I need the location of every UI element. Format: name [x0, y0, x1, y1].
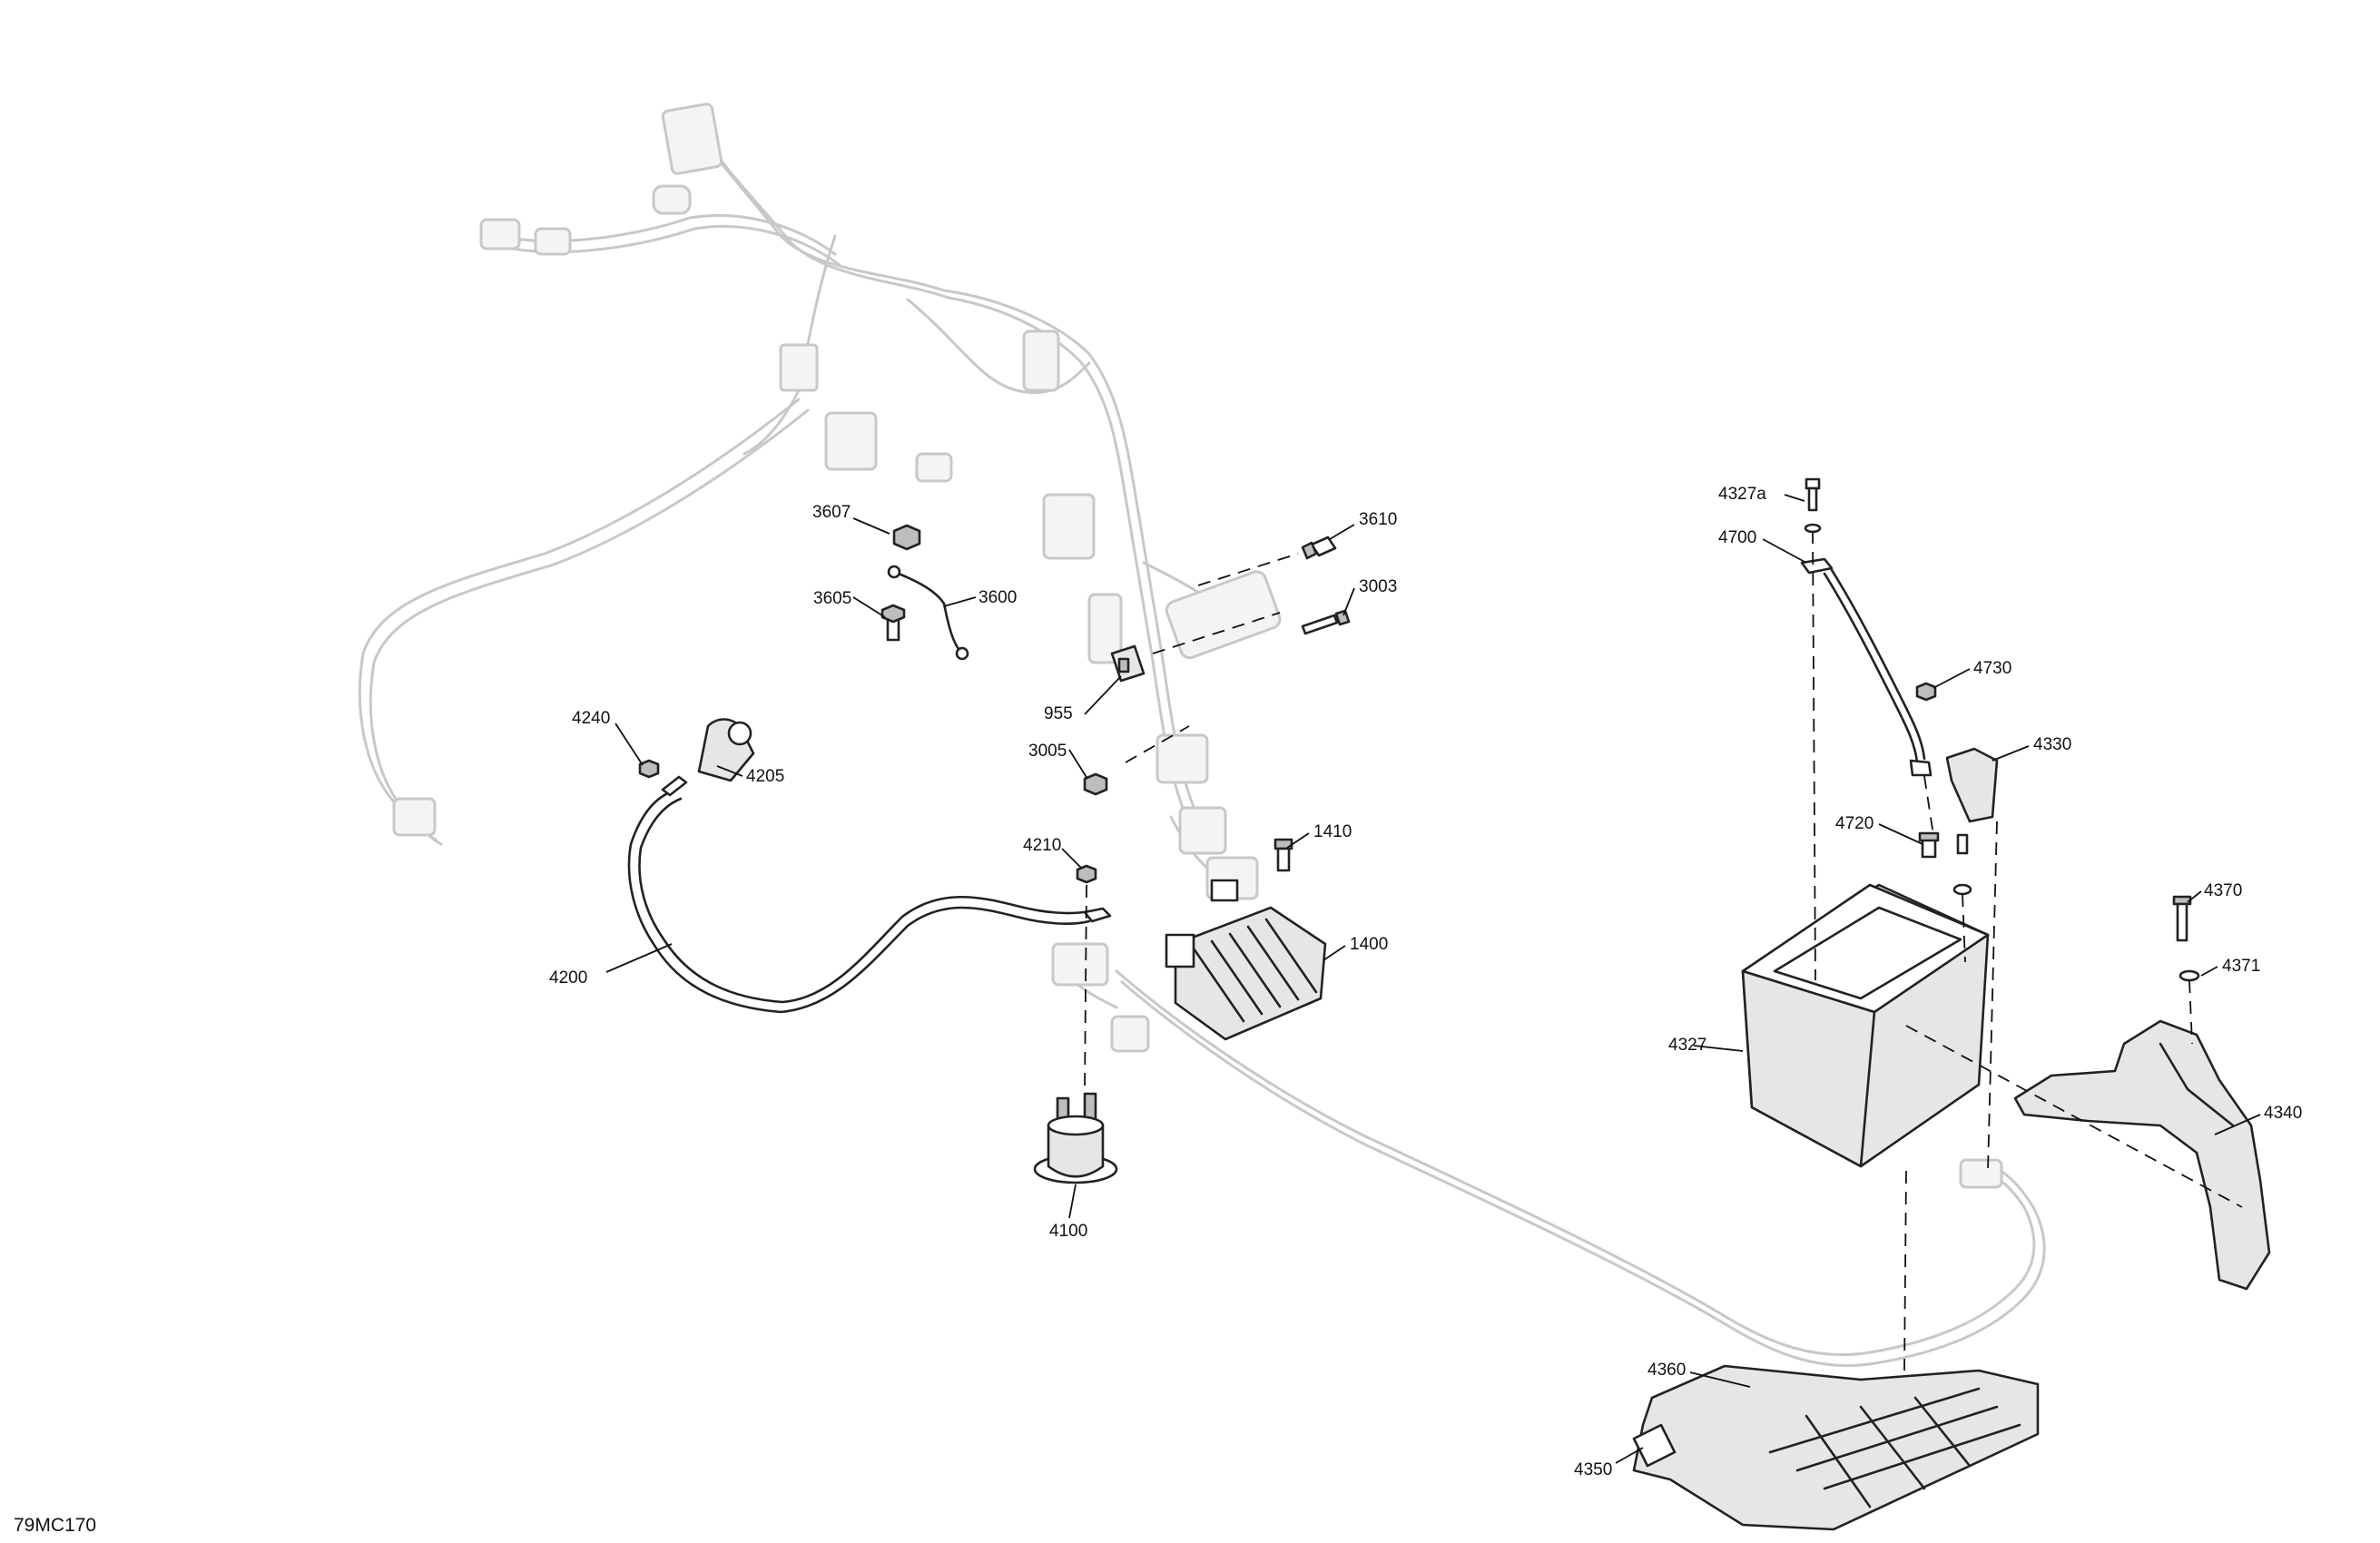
part-4370-bolt	[2172, 895, 2192, 942]
part-4327a-bolt	[1804, 477, 1822, 534]
callout-4240: 4240	[572, 709, 610, 728]
alignment-lines	[1084, 530, 2243, 1371]
callout-4700: 4700	[1718, 528, 1756, 547]
part-4210-nut	[1076, 864, 1097, 884]
callout-3605: 3605	[813, 589, 851, 608]
part-4730-nut	[1915, 682, 1937, 702]
callout-3003: 3003	[1359, 577, 1397, 596]
callout-1400: 1400	[1350, 935, 1388, 954]
callout-3610: 3610	[1359, 510, 1397, 529]
callout-3005: 3005	[1028, 742, 1067, 761]
part-4100-solenoid	[1033, 1092, 1118, 1184]
callout-4327: 4327	[1668, 1036, 1706, 1055]
callout-3600: 3600	[979, 588, 1017, 607]
callout-1410: 1410	[1313, 822, 1352, 841]
part-3600-cable	[887, 565, 969, 661]
callout-4327a: 4327a	[1718, 485, 1766, 504]
part-4350-tray	[1632, 1364, 2040, 1531]
callout-4200: 4200	[549, 968, 587, 988]
callout-4205: 4205	[746, 767, 784, 786]
part-3605-bolt	[880, 604, 906, 642]
part-4327-battery	[1741, 883, 1990, 1168]
part-4340-bracket	[2013, 1019, 2271, 1291]
part-4700-ground-strap	[1800, 557, 1933, 777]
part-4205-boot	[697, 718, 755, 782]
part-4371-washer	[2178, 969, 2200, 982]
callout-4350: 4350	[1574, 1460, 1612, 1479]
callout-955: 955	[1044, 704, 1073, 723]
callout-4720: 4720	[1835, 814, 1874, 833]
part-3003-screw	[1301, 609, 1351, 635]
part-4330-cover	[1945, 747, 1999, 823]
callout-4730: 4730	[1973, 659, 2011, 678]
callout-4340: 4340	[2264, 1104, 2302, 1123]
part-4240-nut	[638, 759, 660, 779]
callout-4360: 4360	[1647, 1361, 1686, 1380]
part-3005-nut	[1083, 772, 1108, 796]
leader-lines	[605, 494, 2261, 1464]
wiring-harness-ghost	[358, 103, 2046, 1368]
figure-code: 79MC170	[14, 1515, 96, 1536]
part-4720-bolts	[1918, 831, 1972, 896]
callout-4100: 4100	[1049, 1222, 1087, 1241]
part-3607-nut	[892, 524, 921, 551]
callout-4210: 4210	[1023, 836, 1061, 855]
callout-3607: 3607	[812, 503, 851, 522]
callout-4330: 4330	[2033, 735, 2071, 754]
part-3610-screw	[1301, 536, 1337, 560]
part-955-bracket	[1110, 644, 1146, 683]
part-1400-regulator	[1165, 879, 1327, 1041]
callout-labels: 3607 3605 3600 3610 3003 955 3005 4240 4…	[549, 485, 2302, 1479]
part-4200-cable	[627, 775, 1112, 1014]
callout-4370: 4370	[2204, 881, 2242, 900]
part-1410-screw	[1274, 838, 1293, 872]
callout-4371: 4371	[2222, 957, 2260, 976]
